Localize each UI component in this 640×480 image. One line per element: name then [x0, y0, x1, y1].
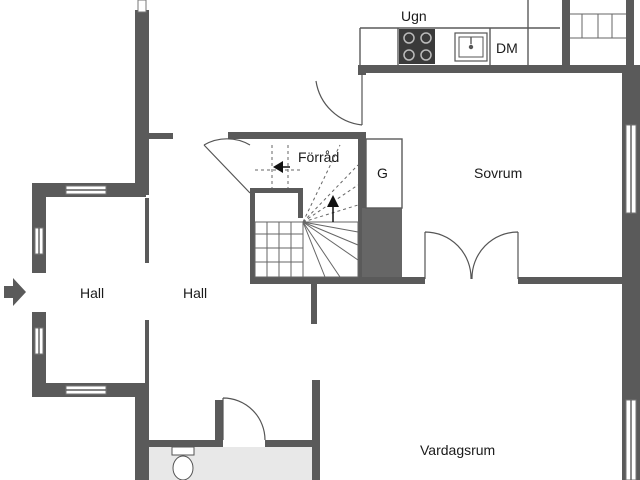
kitchen-counter: [359, 0, 626, 65]
toilet-icon: [171, 446, 195, 480]
wardrobe-outline: [365, 138, 403, 209]
room-label-bedroom: Sovrum: [474, 165, 522, 181]
doors: [203, 73, 519, 441]
upper-stair: [570, 13, 626, 39]
room-label-storage: Förråd: [298, 149, 339, 165]
stair-arrow-icon: [327, 195, 339, 222]
label-dishwasher: DM: [496, 40, 518, 56]
storage-arrow-icon: [273, 161, 290, 173]
room-label-living-room: Vardagsrum: [420, 442, 495, 458]
room-label-hall-right: Hall: [183, 285, 207, 301]
entrance-arrow-icon: [4, 278, 26, 306]
room-label-wardrobe: G: [377, 165, 388, 181]
stove-icon: [399, 29, 435, 64]
wardrobe-block: [362, 208, 402, 282]
label-oven: Ugn: [401, 8, 427, 24]
sink-icon: [454, 32, 488, 62]
staircase: [254, 144, 359, 278]
room-label-hall-left: Hall: [80, 285, 104, 301]
windows: [34, 0, 637, 480]
walls: [32, 0, 640, 480]
